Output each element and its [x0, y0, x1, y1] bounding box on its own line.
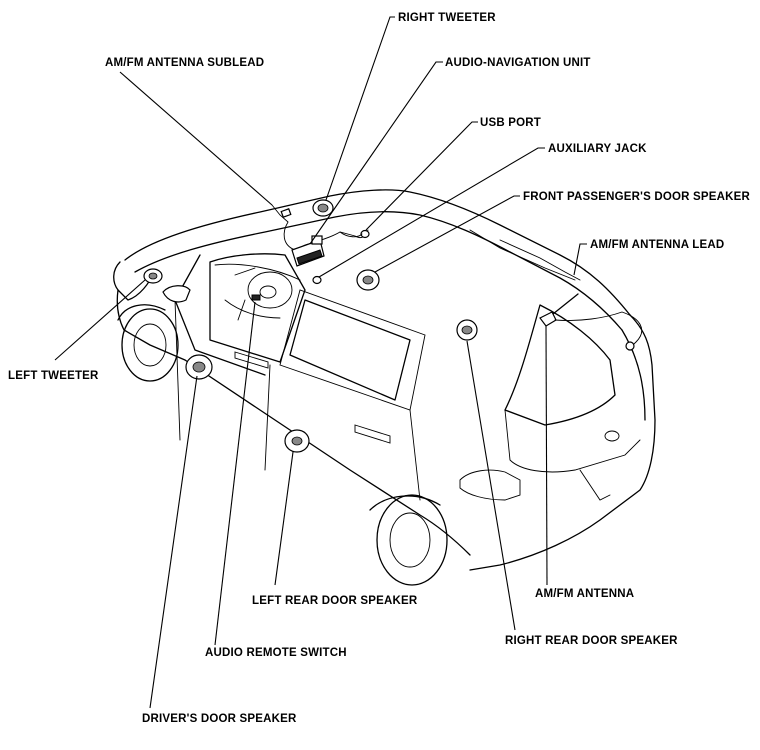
am-fm-antenna-lead-wire	[554, 311, 643, 349]
label-drivers-door-speaker: DRIVER'S DOOR SPEAKER	[142, 713, 297, 725]
label-usb-port: USB PORT	[480, 117, 541, 129]
label-right-tweeter: RIGHT TWEETER	[398, 12, 496, 24]
left-rear-door-speaker-center	[291, 436, 303, 446]
label-am-fm-antenna-lead: AM/FM ANTENNA LEAD	[590, 239, 724, 251]
am-fm-antenna-base	[539, 311, 557, 327]
label-left-tweeter: LEFT TWEETER	[8, 370, 99, 382]
label-am-fm-antenna-sublead: AM/FM ANTENNA SUBLEAD	[105, 57, 264, 69]
drivers-door-speaker-center	[192, 361, 206, 373]
usb-port-part	[360, 229, 370, 239]
leader-lines	[54, 16, 587, 709]
right-rear-door-speaker-center	[461, 325, 473, 335]
am-fm-antenna-lead-connector	[625, 341, 635, 351]
label-auxiliary-jack: AUXILIARY JACK	[548, 143, 647, 155]
audio-navigation-unit-face	[296, 249, 323, 265]
front-passenger-door-speaker-center	[362, 275, 374, 285]
auxiliary-jack-part	[312, 275, 322, 285]
label-right-rear-door-speaker: RIGHT REAR DOOR SPEAKER	[505, 635, 678, 647]
audio-remote-switch-part	[251, 294, 261, 301]
label-front-passenger-door-speaker: FRONT PASSENGER'S DOOR SPEAKER	[523, 191, 751, 203]
antenna-sublead-connector	[280, 208, 292, 218]
label-left-rear-door-speaker: LEFT REAR DOOR SPEAKER	[252, 595, 418, 607]
label-am-fm-antenna: AM/FM ANTENNA	[535, 588, 634, 600]
label-audio-navigation-unit: AUDIO-NAVIGATION UNIT	[445, 57, 591, 69]
audio-navigation-unit-bracket	[311, 235, 323, 245]
right-tweeter-center	[317, 203, 329, 213]
left-tweeter-center	[148, 272, 158, 280]
label-audio-remote-switch: AUDIO REMOTE SWITCH	[205, 647, 347, 659]
car-body	[113, 189, 656, 586]
